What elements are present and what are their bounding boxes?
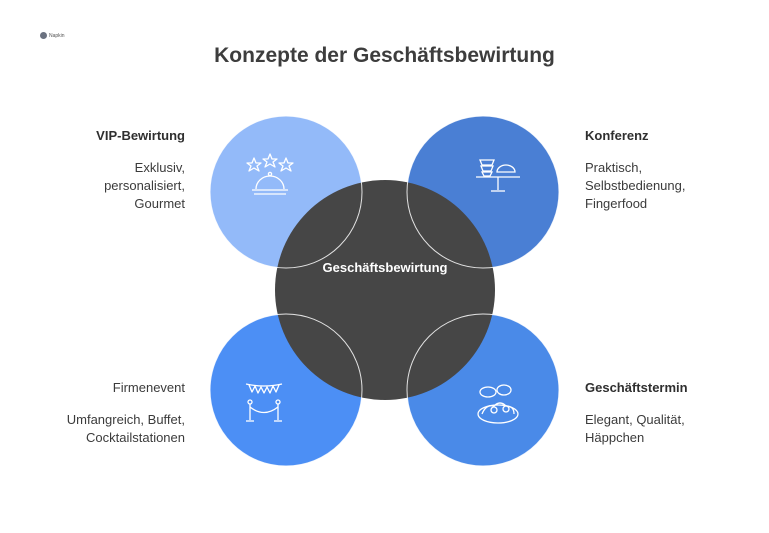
quadrant-geschaeftstermin: Geschäftstermin Elegant, Qualität, Häppc…	[585, 379, 688, 447]
circle-geschaeftsbewirtung	[275, 180, 495, 400]
vip-line: Exklusiv,	[134, 160, 185, 175]
page-title: Konzepte der Geschäftsbewirtung	[214, 44, 555, 67]
geschaeftstermin-line: Häppchen	[585, 430, 645, 445]
logo-text: Napkin	[49, 32, 65, 39]
konferenz-line: Selbstbedienung,	[585, 178, 686, 193]
firmenevent-heading: Firmenevent	[112, 380, 185, 395]
vip-line: personalisiert,	[104, 178, 185, 193]
appetizer-plate-icon	[477, 384, 519, 424]
bunting-rope-icon	[245, 383, 283, 422]
quadrant-firmenevent: Firmenevent Umfangreich, Buffet, Cocktai…	[67, 379, 185, 447]
firmenevent-line: Cocktailstationen	[86, 430, 185, 445]
konferenz-line: Praktisch,	[585, 160, 643, 175]
quadrant-vip-bewirtung: VIP-Bewirtung Exklusiv, personalisiert, …	[96, 127, 185, 213]
center-label: Geschäftsbewirtung	[322, 260, 448, 275]
vip-line: Gourmet	[134, 196, 185, 211]
logo-mark-icon	[40, 32, 47, 39]
stars-cloche-icon	[246, 153, 294, 195]
vip-heading: VIP-Bewirtung	[96, 128, 185, 143]
quadrant-konferenz: Konferenz Praktisch, Selbstbedienung, Fi…	[585, 127, 685, 213]
firmenevent-line: Umfangreich, Buffet,	[66, 412, 185, 427]
konferenz-line: Fingerfood	[585, 196, 648, 211]
logo: Napkin	[40, 32, 65, 39]
buffet-stand-icon	[476, 159, 520, 192]
geschaeftstermin-line: Elegant, Qualität,	[585, 412, 685, 427]
konferenz-heading: Konferenz	[585, 128, 649, 143]
geschaeftstermin-heading: Geschäftstermin	[585, 380, 688, 395]
